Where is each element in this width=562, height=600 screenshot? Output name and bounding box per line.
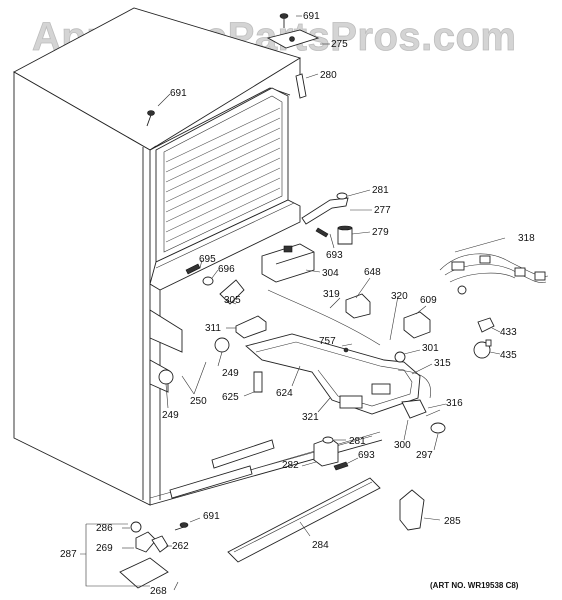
label-285: 285: [444, 516, 461, 527]
cap-696: [202, 276, 214, 286]
control-housing-304: [261, 243, 315, 283]
label-693-upper: 693: [326, 250, 343, 261]
part-labels: 691 275 280 691 281 277 279 318 693 695 …: [60, 11, 535, 597]
label-625: 625: [222, 392, 239, 403]
tube-280: [295, 73, 307, 99]
socket-249-lower: [158, 369, 174, 385]
label-318: 318: [518, 233, 535, 244]
label-249-upper: 249: [222, 368, 239, 379]
label-695: 695: [199, 254, 216, 265]
label-435: 435: [500, 350, 517, 361]
label-279: 279: [372, 227, 389, 238]
label-269: 269: [96, 543, 113, 554]
screw-691-top: [279, 13, 289, 28]
screw-693-lower: [333, 461, 349, 471]
label-624: 624: [276, 388, 293, 399]
air-duct-assembly-624: [245, 333, 421, 415]
washer-281-lower: [322, 436, 334, 444]
label-691-lower: 691: [203, 511, 220, 522]
label-433: 433: [500, 327, 517, 338]
art-number: (ART NO. WR19538 C8): [430, 581, 519, 590]
label-250: 250: [190, 396, 207, 407]
label-315: 315: [434, 358, 451, 369]
label-282: 282: [282, 460, 299, 471]
sensor-433: [477, 317, 495, 333]
label-757: 757: [319, 336, 336, 347]
label-280: 280: [320, 70, 337, 81]
screw-691-lower: [174, 522, 189, 531]
refrigerator-cabinet: [13, 7, 383, 506]
grommet-301: [394, 351, 406, 363]
label-696: 696: [218, 264, 235, 275]
label-316: 316: [446, 398, 463, 409]
label-297: 297: [416, 450, 433, 461]
label-284: 284: [312, 540, 329, 551]
bracket-277: [301, 197, 349, 225]
cover-305: [219, 279, 245, 305]
thermostat-648: [345, 293, 371, 319]
label-319: 319: [323, 289, 340, 300]
label-300: 300: [394, 440, 411, 451]
label-311: 311: [205, 323, 221, 334]
label-249-lower: 249: [162, 410, 179, 421]
label-693-lower: 693: [358, 450, 375, 461]
light-bulb-435: [473, 339, 492, 359]
label-691-upper: 691: [170, 88, 187, 99]
washer-281: [336, 192, 348, 200]
label-281-lower: 281: [349, 436, 366, 447]
part-311: [235, 315, 267, 339]
label-320: 320: [391, 291, 408, 302]
label-691-top: 691: [303, 11, 320, 22]
leader-lines: [80, 15, 506, 591]
knob-297: [430, 422, 446, 434]
screw-691-upper: [146, 110, 155, 127]
freezer-shelf-wires: [165, 107, 281, 243]
spring-316: [425, 409, 441, 417]
label-304: 304: [322, 268, 339, 279]
relay-609: [403, 311, 431, 339]
wire-harness-318: [439, 253, 549, 295]
label-268: 268: [150, 586, 167, 597]
capillary-tube-319: [267, 289, 381, 346]
label-275: 275: [331, 39, 348, 50]
label-305: 305: [224, 295, 241, 306]
label-286: 286: [96, 523, 113, 534]
grille-284: [227, 477, 381, 563]
label-321: 321: [302, 412, 319, 423]
part-269: [135, 531, 157, 553]
label-262: 262: [172, 541, 189, 552]
socket-249-upper: [214, 337, 230, 353]
part-757: [343, 347, 349, 353]
part-279: [337, 227, 353, 245]
label-648: 648: [364, 267, 381, 278]
hinge-285: [399, 489, 425, 531]
switch-300: [401, 399, 427, 419]
bushing-286: [130, 521, 142, 533]
hinge-plate-268: [119, 557, 169, 589]
label-277: 277: [374, 205, 391, 216]
label-301: 301: [422, 343, 439, 354]
screw-693-upper: [315, 227, 329, 238]
label-287: 287: [60, 549, 77, 560]
label-281-upper: 281: [372, 185, 389, 196]
wire-315: [397, 369, 431, 399]
label-609: 609: [420, 295, 437, 306]
pin-625: [253, 371, 263, 393]
